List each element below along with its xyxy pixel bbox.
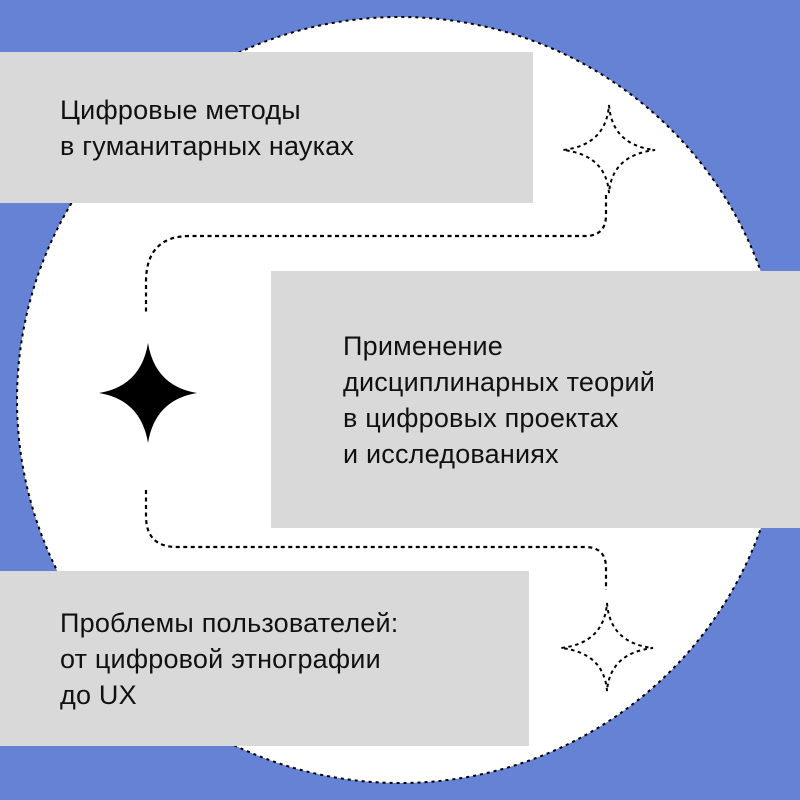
block-text: Применение дисциплинарных теорий в цифро… [343,328,655,472]
topic-block-digital-methods: Цифровые методы в гуманитарных науках [0,52,533,203]
block-text: Проблемы пользователей: от цифровой этно… [60,605,399,713]
four-point-star-dashed-icon-top [562,104,656,194]
connector-top [144,195,608,312]
four-point-star-solid-icon [99,343,197,443]
block-line: в гуманитарных науках [60,130,355,161]
block-1-background [0,52,533,203]
block-line: Применение [343,330,504,361]
block-line: дисциплинарных теорий [343,366,656,397]
block-line: от цифровой этнографии [60,643,381,674]
topic-block-disciplinary-theories: Применение дисциплинарных теорий в цифро… [271,271,800,528]
block-line: и исследованиях [343,438,559,469]
block-line: Цифровые методы [60,94,301,125]
block-2-background [271,271,800,528]
block-line: Проблемы пользователей: [60,607,399,638]
block-line: в цифровых проектах [343,402,619,433]
block-text: Цифровые методы в гуманитарных науках [60,92,354,164]
block-line: до UX [60,679,137,710]
connector-bottom [144,490,608,590]
topic-block-user-problems: Проблемы пользователей: от цифровой этно… [0,571,529,746]
four-point-star-dashed-icon-bottom [560,602,654,692]
block-3-background [0,571,529,746]
